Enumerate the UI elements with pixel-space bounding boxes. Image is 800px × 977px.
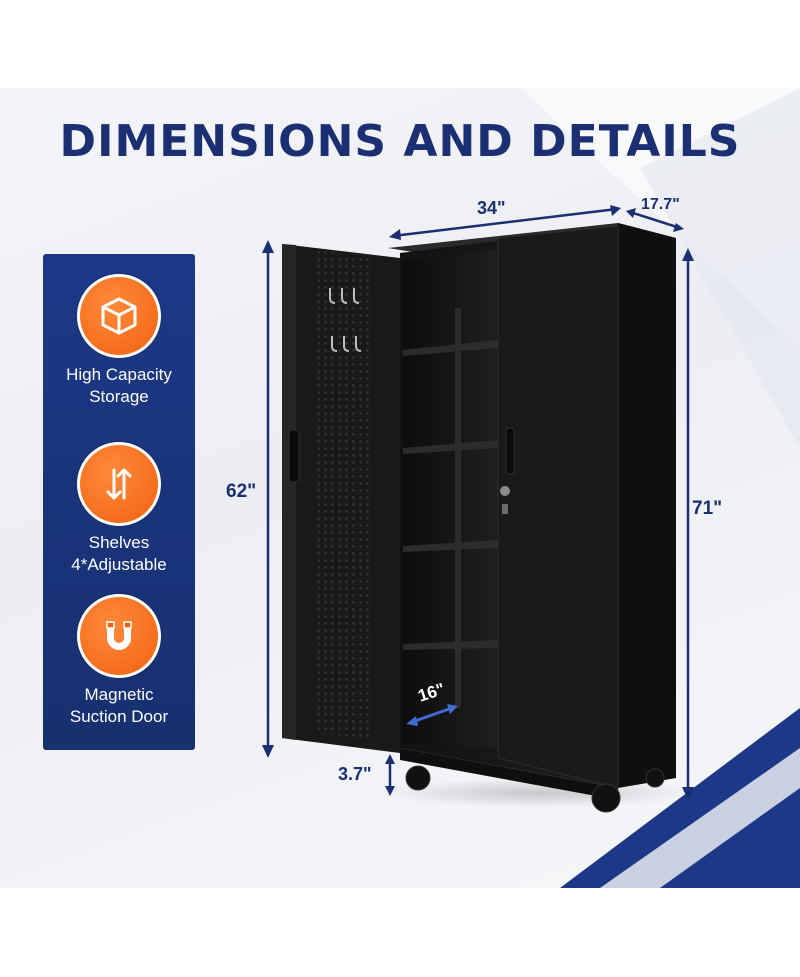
box-icon <box>77 274 161 358</box>
total-height-label: 71" <box>692 498 723 519</box>
hook-icons <box>329 288 362 352</box>
background-decoration <box>520 88 800 888</box>
width-label: 34" <box>477 198 506 218</box>
adjust-arrows-icon <box>77 442 161 526</box>
shelves <box>403 340 498 650</box>
feature-label-line1: High Capacity <box>66 365 172 384</box>
inner-height-label: 62" <box>226 481 257 502</box>
depth-label: 17.7" <box>641 196 680 213</box>
feature-label-line1: Shelves <box>88 533 150 552</box>
page-title: DIMENSIONS AND DETAILS <box>59 116 741 167</box>
feature-label-line1: Magnetic <box>84 685 154 704</box>
wheel-height-label: 3.7" <box>338 764 372 784</box>
product-image: DIMENSIONS AND DETAILS High Capacity Sto… <box>0 88 800 888</box>
wheel-icons <box>405 765 665 813</box>
feature-label-line2: Suction Door <box>69 707 169 726</box>
features-panel: High Capacity Storage Shelves 4*Adjustab… <box>43 254 195 750</box>
feature-high-capacity: High Capacity Storage <box>43 274 195 408</box>
feature-label-line2: 4*Adjustable <box>71 555 167 574</box>
cabinet-illustration <box>262 205 694 813</box>
feature-adjustable-shelves: Shelves 4*Adjustable <box>43 442 195 576</box>
feature-label-line2: Storage <box>89 387 149 406</box>
magnet-icon <box>77 594 161 678</box>
feature-magnetic-door: Magnetic Suction Door <box>43 594 195 728</box>
